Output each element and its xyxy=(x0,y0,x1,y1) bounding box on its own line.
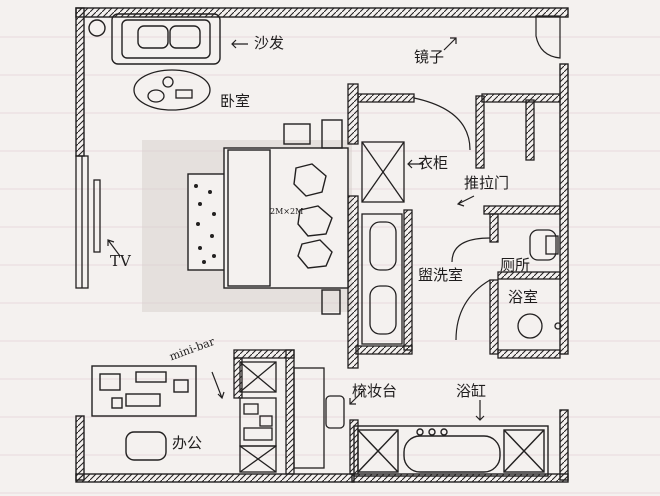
washroom-basins xyxy=(361,213,403,345)
window-left-wall xyxy=(75,155,101,289)
label-washroom: 盥洗室 xyxy=(418,266,464,284)
bed xyxy=(187,119,349,315)
coffee-table xyxy=(133,69,211,111)
label-office: 办公 xyxy=(172,434,203,452)
shower xyxy=(517,313,562,339)
vanity-table xyxy=(293,367,345,469)
label-sliding-door: 推拉门 xyxy=(464,174,510,192)
label-tv: TV xyxy=(110,252,131,270)
label-sofa: 沙发 xyxy=(254,34,285,52)
label-vanity: 梳妆台 xyxy=(352,382,398,400)
label-shower-room: 浴室 xyxy=(508,288,539,306)
label-bathtub: 浴缸 xyxy=(456,382,487,400)
label-wardrobe: 衣柜 xyxy=(418,154,449,172)
minibar-cabinet xyxy=(239,361,277,473)
door-swings xyxy=(413,15,561,341)
bed-blanket-dots xyxy=(194,184,216,264)
label-bed-size tiny: 2M×2M xyxy=(270,207,304,216)
label-toilet-room: 厕所 xyxy=(500,256,531,274)
label-bedroom: 卧室 xyxy=(220,92,251,110)
bathtub xyxy=(353,425,549,477)
label-mirror: 镜子 xyxy=(414,48,445,66)
wardrobe xyxy=(361,141,405,203)
sofa xyxy=(88,13,221,65)
annotation-arrows xyxy=(107,37,485,421)
office-desk xyxy=(91,365,197,461)
outer-walls xyxy=(75,7,569,483)
toilet xyxy=(529,229,559,261)
inner-walls xyxy=(233,83,561,475)
